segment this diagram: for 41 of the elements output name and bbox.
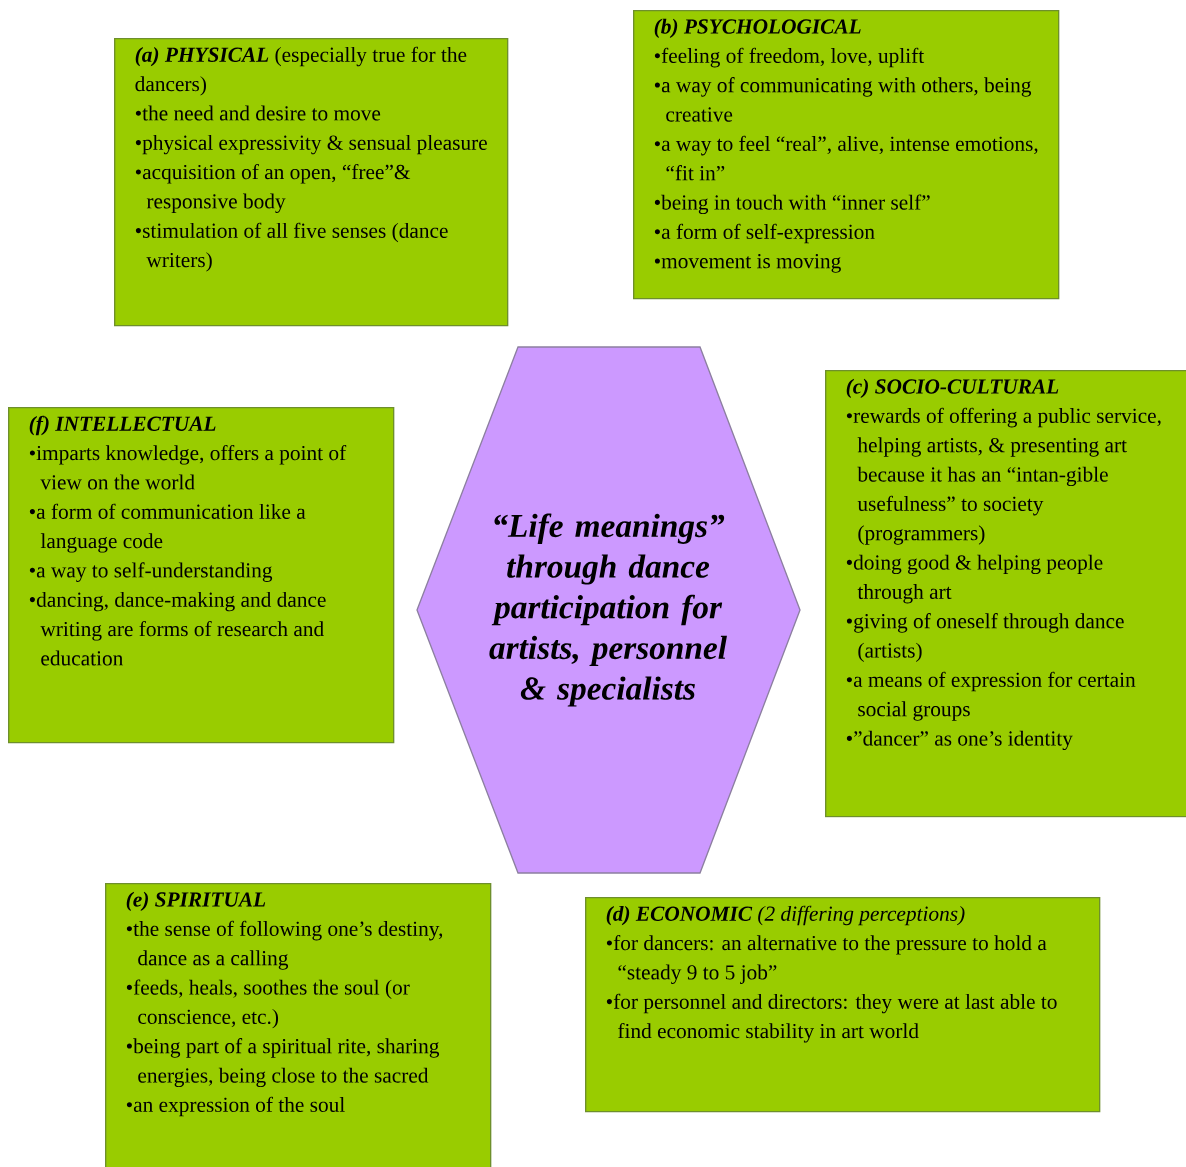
bullet-item: •a way of communicating with others, being creative: [654, 77, 1032, 122]
bullet-item: •movement is moving: [654, 254, 841, 273]
bullet-item: •the need and desire to move: [135, 105, 381, 121]
bullet-item: •being part of a spiritual rite, sharing energies, being close to the sacred: [126, 1038, 440, 1088]
bullet-item: •feeds, heals, soothes the soul (or conscience, etc.): [126, 979, 410, 1029]
bullet-item: •”dancer” as one’s identity: [846, 730, 1073, 751]
text-box: [8, 407, 395, 744]
node-label: (a) PHYSICAL: [135, 46, 269, 67]
bullet-item: •a form of self-expression: [654, 223, 875, 244]
bullet-item: •a form of communication like a language code: [29, 503, 306, 553]
hexagon: “Life meanings” through dance participation for artists, personnel & specialists: [416, 346, 801, 874]
text-box: [825, 370, 1186, 818]
node-label: dancers): [135, 76, 206, 96]
bullet-item: •an expression of the soul: [126, 1096, 345, 1117]
bullet-item: •doing good & helping people through art: [846, 554, 1103, 604]
box-heading: (a) PHYSICAL (especially true for the dancers): [135, 46, 467, 96]
bullet-item: •a way to self-understanding: [29, 562, 273, 582]
bullet-item: •the sense of following one’s destiny, dance as a calling: [126, 920, 443, 970]
bullet-item: •for personnel and directors: they were at last able to find economic stability in art world: [606, 993, 1057, 1043]
bullet-item: •a way to feel “real”, alive, intense emotions, “fit in”: [654, 135, 1038, 181]
bullet-item: •feeling of freedom, love, uplift: [654, 47, 925, 68]
bullet-item: •a means of expression for certain social groups: [846, 671, 1136, 721]
bullet-item: •giving of oneself through dance (artists): [846, 613, 1124, 662]
box-heading: (e) SPIRITUAL: [126, 891, 266, 911]
text-box: [585, 897, 1101, 1113]
bullet-item: •acquisition of an open, “free”& responsive body: [135, 164, 411, 213]
bullet-item: •imparts knowledge, offers a point of view on the world: [29, 445, 347, 490]
box-heading: (f) INTELLECTUAL: [29, 415, 216, 436]
bullet-item: •dancing, dance-making and dance writing are forms of research and education: [29, 591, 326, 666]
text-box: [105, 883, 492, 1167]
text-box: [633, 10, 1060, 300]
bullet-item: •stimulation of all five senses (dance writers): [135, 222, 448, 272]
node-label: (especially true for the: [275, 46, 467, 67]
bullet-item: •being in touch with “inner self”: [654, 194, 930, 215]
box-heading: (b) PSYCHOLOGICAL: [654, 18, 861, 38]
bullet-item: •physical expressivity & sensual pleasure: [135, 134, 487, 155]
bullet-item: •for dancers: an alternative to the pressure to hold a “steady 9 to 5 job”: [606, 935, 1047, 984]
box-heading: (d) ECONOMIC (2 differing perceptions): [606, 905, 965, 926]
bullet-item: •rewards of offering a public service, helping artists, & presenting art because it has an “intan-gible usefulness” to society (programmers): [846, 407, 1161, 545]
text-box: [114, 38, 509, 327]
box-heading: (c) SOCIO-CULTURAL: [846, 378, 1059, 398]
